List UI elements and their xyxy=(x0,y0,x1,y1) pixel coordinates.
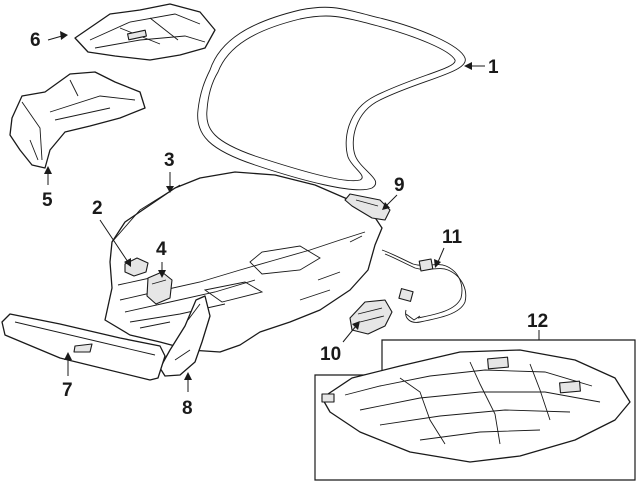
leader-2 xyxy=(99,219,129,263)
part-7-sill-plate xyxy=(1,313,166,381)
callout-11: 11 xyxy=(442,227,463,248)
arrowhead-7 xyxy=(64,352,72,360)
part-8-corner-trim xyxy=(159,295,211,377)
leader-10 xyxy=(342,325,357,343)
arrowhead-3 xyxy=(166,186,174,193)
part-4-anchor xyxy=(146,271,173,305)
part-10-latch-assembly xyxy=(349,299,393,335)
arrowhead-11 xyxy=(434,259,441,268)
part-6-trim-panel xyxy=(74,3,216,61)
arrowhead-2 xyxy=(124,258,131,267)
part-11-wiring-harness xyxy=(381,249,467,323)
leader-9 xyxy=(385,194,398,207)
leader-lines xyxy=(44,31,540,392)
part-5-side-trim xyxy=(9,71,146,169)
part-12-inset xyxy=(314,339,636,481)
callout-10: 10 xyxy=(320,344,341,365)
callout-12: 12 xyxy=(527,311,548,332)
callout-4: 4 xyxy=(156,239,167,260)
arrowhead-5 xyxy=(44,166,52,174)
leader-11 xyxy=(437,247,445,263)
callout-7: 7 xyxy=(62,380,73,401)
callout-5: 5 xyxy=(42,190,53,211)
part-1-weatherstrip xyxy=(197,6,466,191)
arrowhead-8 xyxy=(184,372,192,380)
callout-3: 3 xyxy=(164,150,175,171)
leader-6 xyxy=(47,35,63,41)
callout-6: 6 xyxy=(30,30,41,51)
callout-9: 9 xyxy=(394,175,405,196)
arrowhead-4 xyxy=(158,270,166,278)
arrowhead-6 xyxy=(60,31,68,40)
arrowhead-9 xyxy=(382,202,390,210)
callout-1: 1 xyxy=(488,57,499,78)
arrowhead-1 xyxy=(464,62,472,70)
callout-8: 8 xyxy=(182,398,193,419)
arrowhead-10 xyxy=(352,321,360,330)
part-9-latch xyxy=(344,193,391,221)
callout-labels: 1 2 3 4 5 6 7 8 9 10 11 12 xyxy=(30,30,548,419)
callout-2: 2 xyxy=(92,198,103,219)
